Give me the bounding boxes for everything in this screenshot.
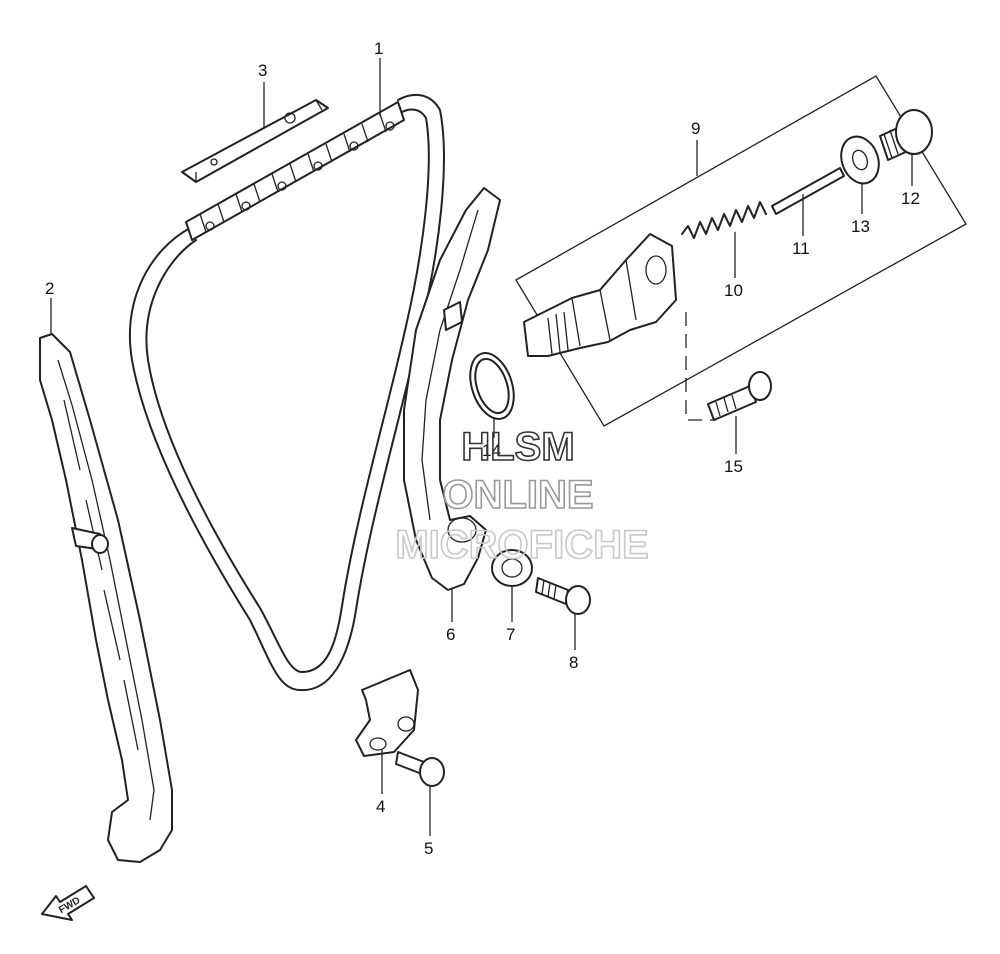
callout-7: 7: [506, 625, 515, 644]
leader-lines: [50, 58, 913, 836]
callout-12: 12: [901, 189, 920, 208]
chain-guide-part-2: [39, 333, 173, 863]
cap-bolt-part-12: [879, 109, 933, 161]
watermark-line-2: ONLINE: [442, 473, 593, 517]
watermark-line-1: HLSM: [461, 425, 574, 469]
watermark-line-3: MICROFICHE: [395, 523, 648, 567]
bolt-part-15: [707, 371, 772, 421]
chain-links: [185, 101, 405, 241]
tensioner-assembly-part-9: [515, 75, 967, 427]
bracket-part-4: [355, 669, 419, 757]
rod-part-11: [771, 167, 845, 215]
callout-1: 1: [374, 39, 383, 58]
callout-13: 13: [851, 217, 870, 236]
callout-3: 3: [258, 61, 267, 80]
callout-9: 9: [691, 119, 700, 138]
callout-15: 15: [724, 457, 743, 476]
tensioner-arm-part-6: [403, 187, 501, 591]
bolt-part-5: [395, 751, 445, 787]
callout-2: 2: [45, 279, 54, 298]
callout-5: 5: [424, 839, 433, 858]
bolt-part-8: [535, 577, 591, 615]
alignment-dashed-line: [685, 312, 716, 421]
callout-6: 6: [446, 625, 455, 644]
callout-14: 14: [482, 441, 501, 460]
cam-chain-part-1: [128, 93, 445, 692]
upper-chain-guide-part-3: [181, 99, 329, 183]
spring-part-10: [681, 201, 767, 239]
callout-8: 8: [569, 653, 578, 672]
callout-4: 4: [376, 797, 385, 816]
washer-part-13: [840, 135, 880, 185]
o-ring-part-14: [469, 352, 515, 420]
callout-10: 10: [724, 281, 743, 300]
forward-direction-arrow: FWD: [41, 885, 95, 921]
callout-11: 11: [792, 239, 810, 258]
watermark: HLSM ONLINE MICROFICHE: [395, 424, 650, 568]
